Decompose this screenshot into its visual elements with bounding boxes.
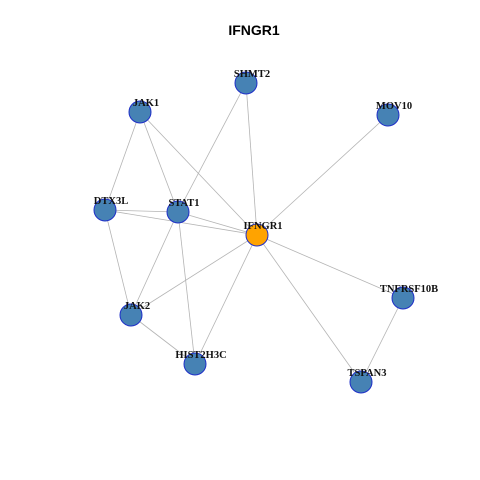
node-label-jak1: JAK1: [133, 98, 159, 109]
edge-tnfrsf10b-tspan3: [360, 297, 404, 383]
edge-shmt2-stat1: [177, 82, 247, 213]
edge-ifngr1-tnfrsf10b: [256, 234, 404, 299]
node-shmt2: [234, 71, 258, 95]
edge-jak1-dtx3l: [104, 111, 141, 211]
node-mov10: [376, 103, 400, 127]
node-label-jak2: JAK2: [124, 301, 150, 312]
edge-stat1-hist2h3c: [177, 211, 196, 365]
node-label-mov10: MOV10: [376, 101, 412, 112]
node-ifngr1: [245, 223, 269, 247]
graph-title: IFNGR1: [228, 22, 280, 38]
edge-ifngr1-hist2h3c: [194, 234, 258, 365]
edge-dtx3l-stat1: [104, 209, 179, 213]
node-dtx3l: [93, 198, 117, 222]
edge-stat1-jak2: [130, 211, 179, 316]
edge-dtx3l-jak2: [104, 209, 132, 316]
node-label-stat1: STAT1: [168, 198, 199, 209]
node-tnfrsf10b: [391, 286, 415, 310]
node-label-hist2h3c: HIST2H3C: [175, 350, 226, 361]
node-hist2h3c: [183, 352, 207, 376]
node-label-dtx3l: DTX3L: [94, 196, 128, 207]
node-label-tspan3: TSPAN3: [348, 368, 387, 379]
edge-jak1-stat1: [139, 111, 179, 213]
node-jak2: [119, 303, 143, 327]
edge-ifngr1-jak2: [130, 234, 258, 316]
edge-ifngr1-shmt2: [245, 82, 258, 236]
node-label-ifngr1: IFNGR1: [243, 221, 282, 232]
node-tspan3: [349, 370, 373, 394]
edge-ifngr1-tspan3: [256, 234, 362, 383]
node-jak1: [128, 100, 152, 124]
node-label-shmt2: SHMT2: [234, 69, 270, 80]
node-layer: [93, 71, 415, 394]
node-label-tnfrsf10b: TNFRSF10B: [380, 284, 438, 295]
edge-jak2-hist2h3c: [130, 314, 196, 365]
edge-layer: [104, 82, 404, 383]
edge-ifngr1-stat1: [177, 211, 258, 236]
node-stat1: [166, 200, 190, 224]
edge-ifngr1-mov10: [256, 114, 389, 236]
